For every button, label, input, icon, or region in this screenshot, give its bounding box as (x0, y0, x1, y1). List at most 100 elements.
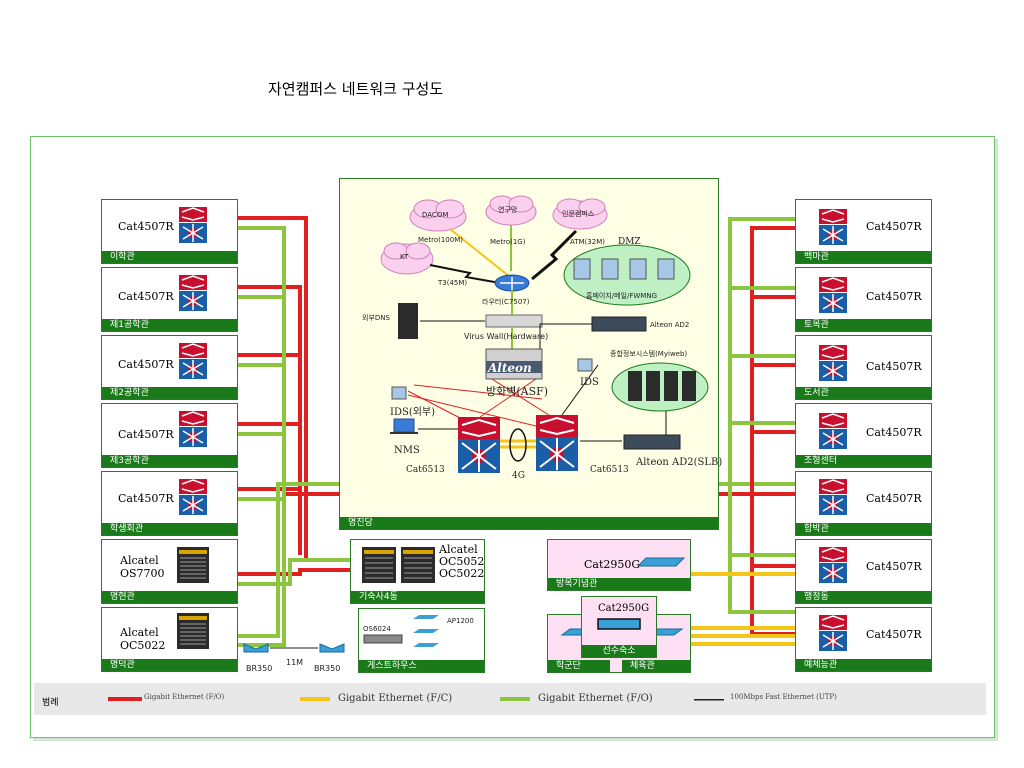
metro1g-link: Metro(1G) (490, 238, 526, 246)
legend-swatch-green (500, 697, 530, 701)
building-box[interactable]: Cat4507R 백마관 (795, 199, 932, 264)
bridge-left-label: BR350 (246, 664, 273, 673)
building-name: 기숙사4동 (351, 591, 484, 603)
switch-icon (179, 411, 207, 447)
legend-title: 범례 (42, 698, 59, 708)
building-box[interactable]: Cat4507R 제3공학관 (101, 403, 238, 468)
switch-icon (179, 479, 207, 515)
building-name: 함박관 (796, 523, 931, 535)
device-label: Cat4507R (118, 220, 174, 233)
switch-icon (819, 547, 847, 583)
device-label: Cat4507R (866, 220, 922, 233)
gym-name: 체육관 (622, 660, 690, 672)
athlete-dorm-box[interactable]: Cat2950G 선수숙소 (581, 596, 657, 658)
nms-label: NMS (394, 445, 420, 456)
server-farm-label: 종합정보시스템(Myiweb) (610, 350, 688, 358)
access-point-icon (413, 615, 439, 647)
device-label: Alcatel OS7700 (120, 554, 165, 580)
core-link-speed: 4G (512, 471, 525, 481)
legend-label: Gigabit Ethernet (F/C) (338, 693, 453, 704)
legend-label: 100Mbps Fast Ethernet (UTP) (730, 693, 837, 701)
research-cloud: 연구망 (498, 206, 518, 214)
ap-label: AP1200 (447, 617, 474, 625)
memorial-box[interactable]: Cat2950G 방목기념관 (547, 539, 691, 591)
switch-icon (597, 618, 641, 630)
device-label: Cat4507R (118, 290, 174, 303)
device-label: Cat4507R (866, 492, 922, 505)
alteon-slb: Alteon AD2(SLB) (636, 457, 723, 468)
kt-cloud: KT (400, 253, 409, 261)
building-box[interactable]: Cat4507R 함박관 (795, 471, 932, 536)
building-box[interactable]: Alcatel OC5022 명덕관 (101, 607, 238, 672)
building-box[interactable]: Cat4507R 예체능관 (795, 607, 932, 672)
building-name: 이학관 (102, 251, 237, 263)
device-label: Cat2950G (598, 603, 650, 614)
external-dns: 외부DNS (362, 314, 390, 322)
haksgundan-name: 학군단 (548, 660, 610, 672)
building-name: 제3공학관 (102, 455, 237, 467)
building-box[interactable]: Cat4507R 도서관 (795, 335, 932, 400)
switch-icon (819, 615, 847, 651)
device-label: Cat4507R (866, 360, 922, 373)
building-box[interactable]: Cat4507R 토목관 (795, 267, 932, 332)
building-name: 예체능관 (796, 659, 931, 671)
bridge-icon (243, 643, 269, 653)
dorm4-box[interactable]: Alcatel OC5052 OC5022 기숙사4동 (350, 539, 485, 604)
building-box[interactable]: Cat4507R 학생회관 (101, 471, 238, 536)
device-label: Alcatel OC5052 OC5022 (439, 543, 485, 580)
metro100-link: Metro(100M) (418, 236, 463, 244)
building-box[interactable]: Cat4507R 이학관 (101, 199, 238, 264)
building-box[interactable]: Cat4507R 제2공학관 (101, 335, 238, 400)
building-name: 백마관 (796, 251, 931, 263)
atm-link: ATM(32M) (570, 238, 605, 246)
building-box[interactable]: Alcatel OS7700 명현관 (101, 539, 238, 604)
device-label: Cat4507R (866, 628, 922, 641)
chassis-icon (362, 547, 435, 583)
bridge-speed: 11M (286, 658, 304, 667)
core-switch-right: Cat6513 (590, 465, 629, 475)
dmz-servers: 홈페이지/메일/FWMNG (586, 292, 658, 300)
switch-icon (819, 345, 847, 381)
building-name: 게스트하우스 (359, 660, 484, 672)
building-name: 토목관 (796, 319, 931, 331)
switch-icon (179, 207, 207, 243)
alteon-ad2: Alteon AD2 (650, 321, 690, 329)
device-label: Cat4507R (118, 428, 174, 441)
chassis-icon (177, 547, 209, 583)
t3-link: T3(45M) (438, 279, 468, 287)
page-title: 자연캠퍼스 네트워크 구성도 (268, 80, 444, 98)
device-label: Cat2950G (584, 558, 641, 571)
alteon-brand: Alteon (488, 361, 532, 375)
legend-label: Gigabit Ethernet (F/O) (538, 693, 653, 704)
core-building[interactable]: DACOM 연구망 인문캠퍼스 KT Metro(100M) Metro(1G)… (339, 178, 723, 530)
building-name: 제2공학관 (102, 387, 237, 399)
building-box[interactable]: Cat4507R 조형센터 (795, 403, 932, 468)
ids-internal: IDS (580, 377, 599, 388)
building-box[interactable]: Cat4507R 행정동 (795, 539, 932, 604)
building-name: 명덕관 (102, 659, 237, 671)
device-label: Cat4507R (866, 290, 922, 303)
chassis-icon (177, 613, 209, 649)
legend-label: Gigabit Ethernet (F/O) (144, 693, 225, 701)
switch-icon (179, 275, 207, 311)
switch-icon (636, 557, 686, 567)
switch-label: OS6024 (363, 625, 391, 633)
guesthouse-box[interactable]: OS6024 AP1200 게스트하우스 (358, 608, 485, 673)
legend-swatch-black (694, 699, 724, 701)
building-box[interactable]: Cat4507R 제1공학관 (101, 267, 238, 332)
switch-icon (363, 634, 403, 644)
dacom-cloud: DACOM (422, 211, 449, 219)
core-building-name: 명진당 (340, 517, 718, 529)
virus-wall: Virus Wall(Hardware) (464, 332, 549, 341)
building-name: 명현관 (102, 591, 237, 603)
building-name: 도서관 (796, 387, 931, 399)
bridge-icon (319, 643, 345, 653)
switch-icon (819, 277, 847, 313)
switch-icon (819, 209, 847, 245)
firewall-label: 방화벽(ASF) (486, 385, 549, 398)
device-label: Cat4507R (118, 358, 174, 371)
building-name: 학생회관 (102, 523, 237, 535)
building-name: 제1공학관 (102, 319, 237, 331)
legend: 범례 Gigabit Ethernet (F/O) Gigabit Ethern… (34, 683, 986, 715)
building-name: 방목기념관 (548, 578, 690, 590)
